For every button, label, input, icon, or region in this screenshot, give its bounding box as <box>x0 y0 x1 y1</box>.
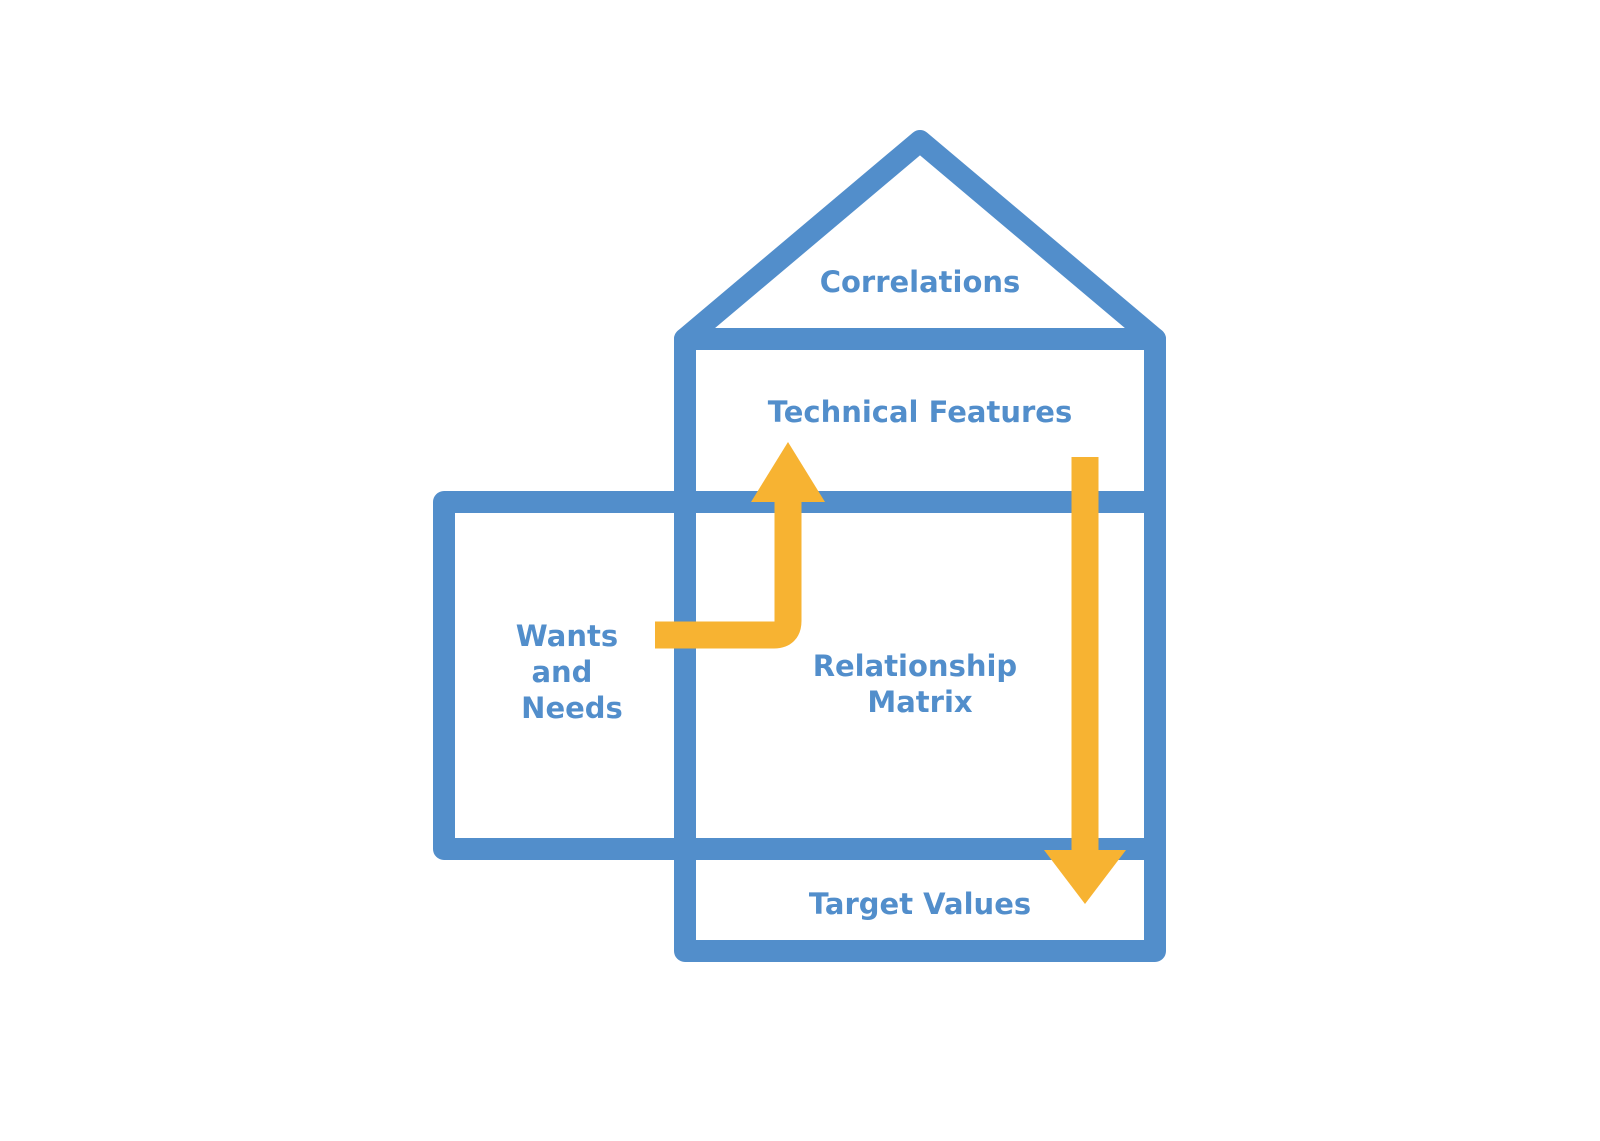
label-wants-and-needs: Wants and Needs <box>516 619 628 725</box>
needs-to-features-arrow <box>655 496 802 649</box>
needs-to-features-arrowhead <box>751 442 825 502</box>
label-technical-features: Technical Features <box>768 395 1072 429</box>
section-labels: Correlations Technical Features Wants an… <box>516 265 1072 921</box>
flow-arrows <box>655 442 1126 904</box>
features-to-targets-arrowhead <box>1044 850 1126 904</box>
wants-needs-line-1: Wants <box>516 619 618 653</box>
relationship-matrix-line-2: Matrix <box>867 685 973 719</box>
label-relationship-matrix: Relationship Matrix <box>813 649 1028 719</box>
relationship-matrix-line-1: Relationship <box>813 649 1018 683</box>
wants-needs-line-2: and <box>531 655 592 689</box>
roof-outline <box>674 130 1166 350</box>
label-correlations: Correlations <box>820 265 1021 299</box>
label-target-values: Target Values <box>809 887 1031 921</box>
left-wing-outline <box>433 491 696 860</box>
wants-needs-line-3: Needs <box>521 691 623 725</box>
